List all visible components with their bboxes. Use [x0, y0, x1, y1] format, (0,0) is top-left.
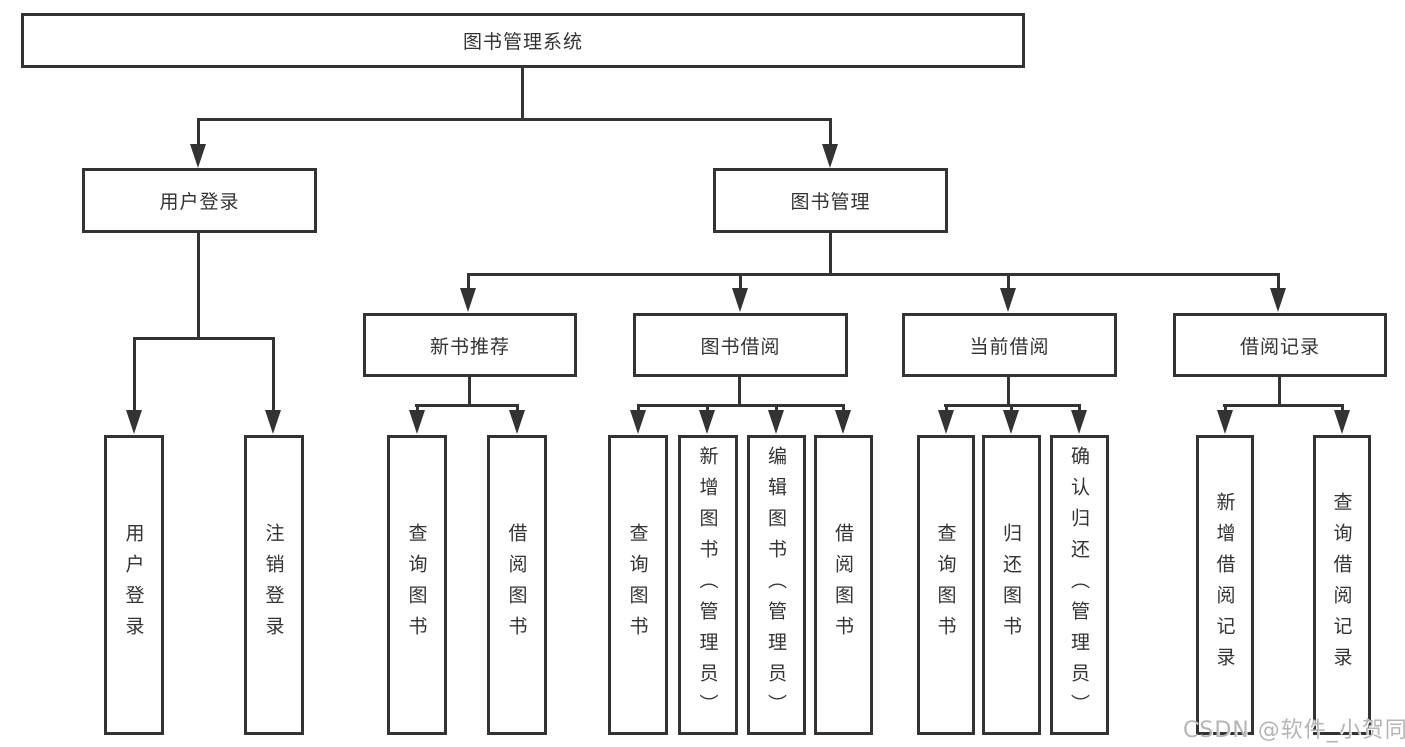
connector-stub: [775, 404, 778, 412]
connector-stub: [1010, 404, 1013, 412]
node-leaf-nb-query-books: 查询图书: [387, 435, 447, 735]
arrow-down-icon: [699, 410, 715, 434]
arrow-down-icon: [509, 410, 525, 434]
connector-user-login-vertical: [197, 233, 200, 337]
connector-stub-login: [133, 337, 136, 411]
node-leaf-bb-add-books-admin: 新增图书（管理员）: [678, 435, 738, 735]
connector-stub: [945, 404, 948, 412]
node-leaf-logout: 注销登录: [244, 435, 304, 735]
arrow-down-icon: [126, 410, 142, 434]
arrow-down-icon: [409, 410, 425, 434]
arrow-down-icon: [822, 144, 838, 168]
node-leaf-nb-borrow-books: 借阅图书: [487, 435, 547, 735]
node-leaf-bb-query-books: 查询图书: [608, 435, 668, 735]
node-current-borrowing: 当前借阅: [902, 313, 1117, 377]
connector-root-vertical: [521, 68, 524, 118]
node-leaf-cb-query-books: 查询图书: [917, 435, 975, 735]
connector-level2-horizontal: [467, 273, 1280, 276]
node-leaf-bb-edit-books-admin: 编辑图书（管理员）: [747, 435, 806, 735]
arrow-down-icon: [938, 410, 954, 434]
connector-stub: [706, 404, 709, 412]
connector-stub: [1341, 404, 1344, 412]
connector-book-borrowing-horizontal: [637, 404, 845, 407]
node-book-management: 图书管理: [713, 168, 948, 233]
connector-new-book-horizontal: [415, 404, 519, 407]
node-new-book-recommend: 新书推荐: [363, 313, 577, 377]
node-book-borrowing: 图书借阅: [633, 313, 848, 377]
node-leaf-user-login: 用户登录: [104, 435, 164, 735]
arrow-down-icon: [1334, 410, 1350, 434]
connector-book-borrowing-vertical: [738, 377, 741, 404]
arrow-down-icon: [768, 410, 784, 434]
connector-stub: [1078, 404, 1081, 412]
connector-borrowing-records-vertical: [1278, 377, 1281, 404]
connector-stub-current-borrowing: [1007, 273, 1010, 289]
node-leaf-cb-confirm-return-admin: 确认归还（管理员）: [1050, 435, 1109, 735]
arrow-down-icon: [1003, 410, 1019, 434]
connector-new-book-vertical: [468, 377, 471, 404]
connector-level1-horizontal: [197, 118, 832, 121]
connector-book-management-vertical: [829, 233, 832, 273]
arrow-down-icon: [1000, 288, 1016, 312]
node-leaf-cb-return-books: 归还图书: [982, 435, 1041, 735]
arrow-down-icon: [190, 144, 206, 168]
connector-stub: [416, 404, 419, 412]
connector-stub-new-book: [467, 273, 470, 289]
connector-stub: [1224, 404, 1227, 412]
connector-stub-borrowing-records: [1277, 273, 1280, 289]
connector-stub-book-borrowing: [739, 273, 742, 289]
node-leaf-bb-borrow-books: 借阅图书: [814, 435, 873, 735]
arrow-down-icon: [630, 410, 646, 434]
arrow-down-icon: [1217, 410, 1233, 434]
csdn-watermark: CSDN @软件_小贺同学: [1183, 718, 1405, 743]
node-root-library-system: 图书管理系统: [21, 13, 1025, 68]
arrow-down-icon: [1270, 288, 1286, 312]
arrow-down-icon: [1071, 410, 1087, 434]
node-leaf-br-add-record: 新增借阅记录: [1196, 435, 1254, 735]
connector-stub: [842, 404, 845, 412]
node-borrowing-records: 借阅记录: [1173, 313, 1387, 377]
connector-current-borrowing-vertical: [1007, 377, 1010, 404]
connector-stub-user-login: [197, 118, 200, 146]
arrow-down-icon: [732, 288, 748, 312]
connector-borrowing-records-horizontal: [1223, 404, 1343, 407]
arrow-down-icon: [265, 410, 281, 434]
connector-stub: [516, 404, 519, 412]
node-user-login: 用户登录: [82, 168, 317, 233]
arrow-down-icon: [460, 288, 476, 312]
arrow-down-icon: [835, 410, 851, 434]
node-leaf-br-query-record: 查询借阅记录: [1313, 435, 1371, 735]
connector-stub-logout: [272, 337, 275, 411]
connector-stub: [637, 404, 640, 412]
connector-user-login-horizontal: [133, 337, 275, 340]
connector-stub-book-management: [829, 118, 832, 146]
